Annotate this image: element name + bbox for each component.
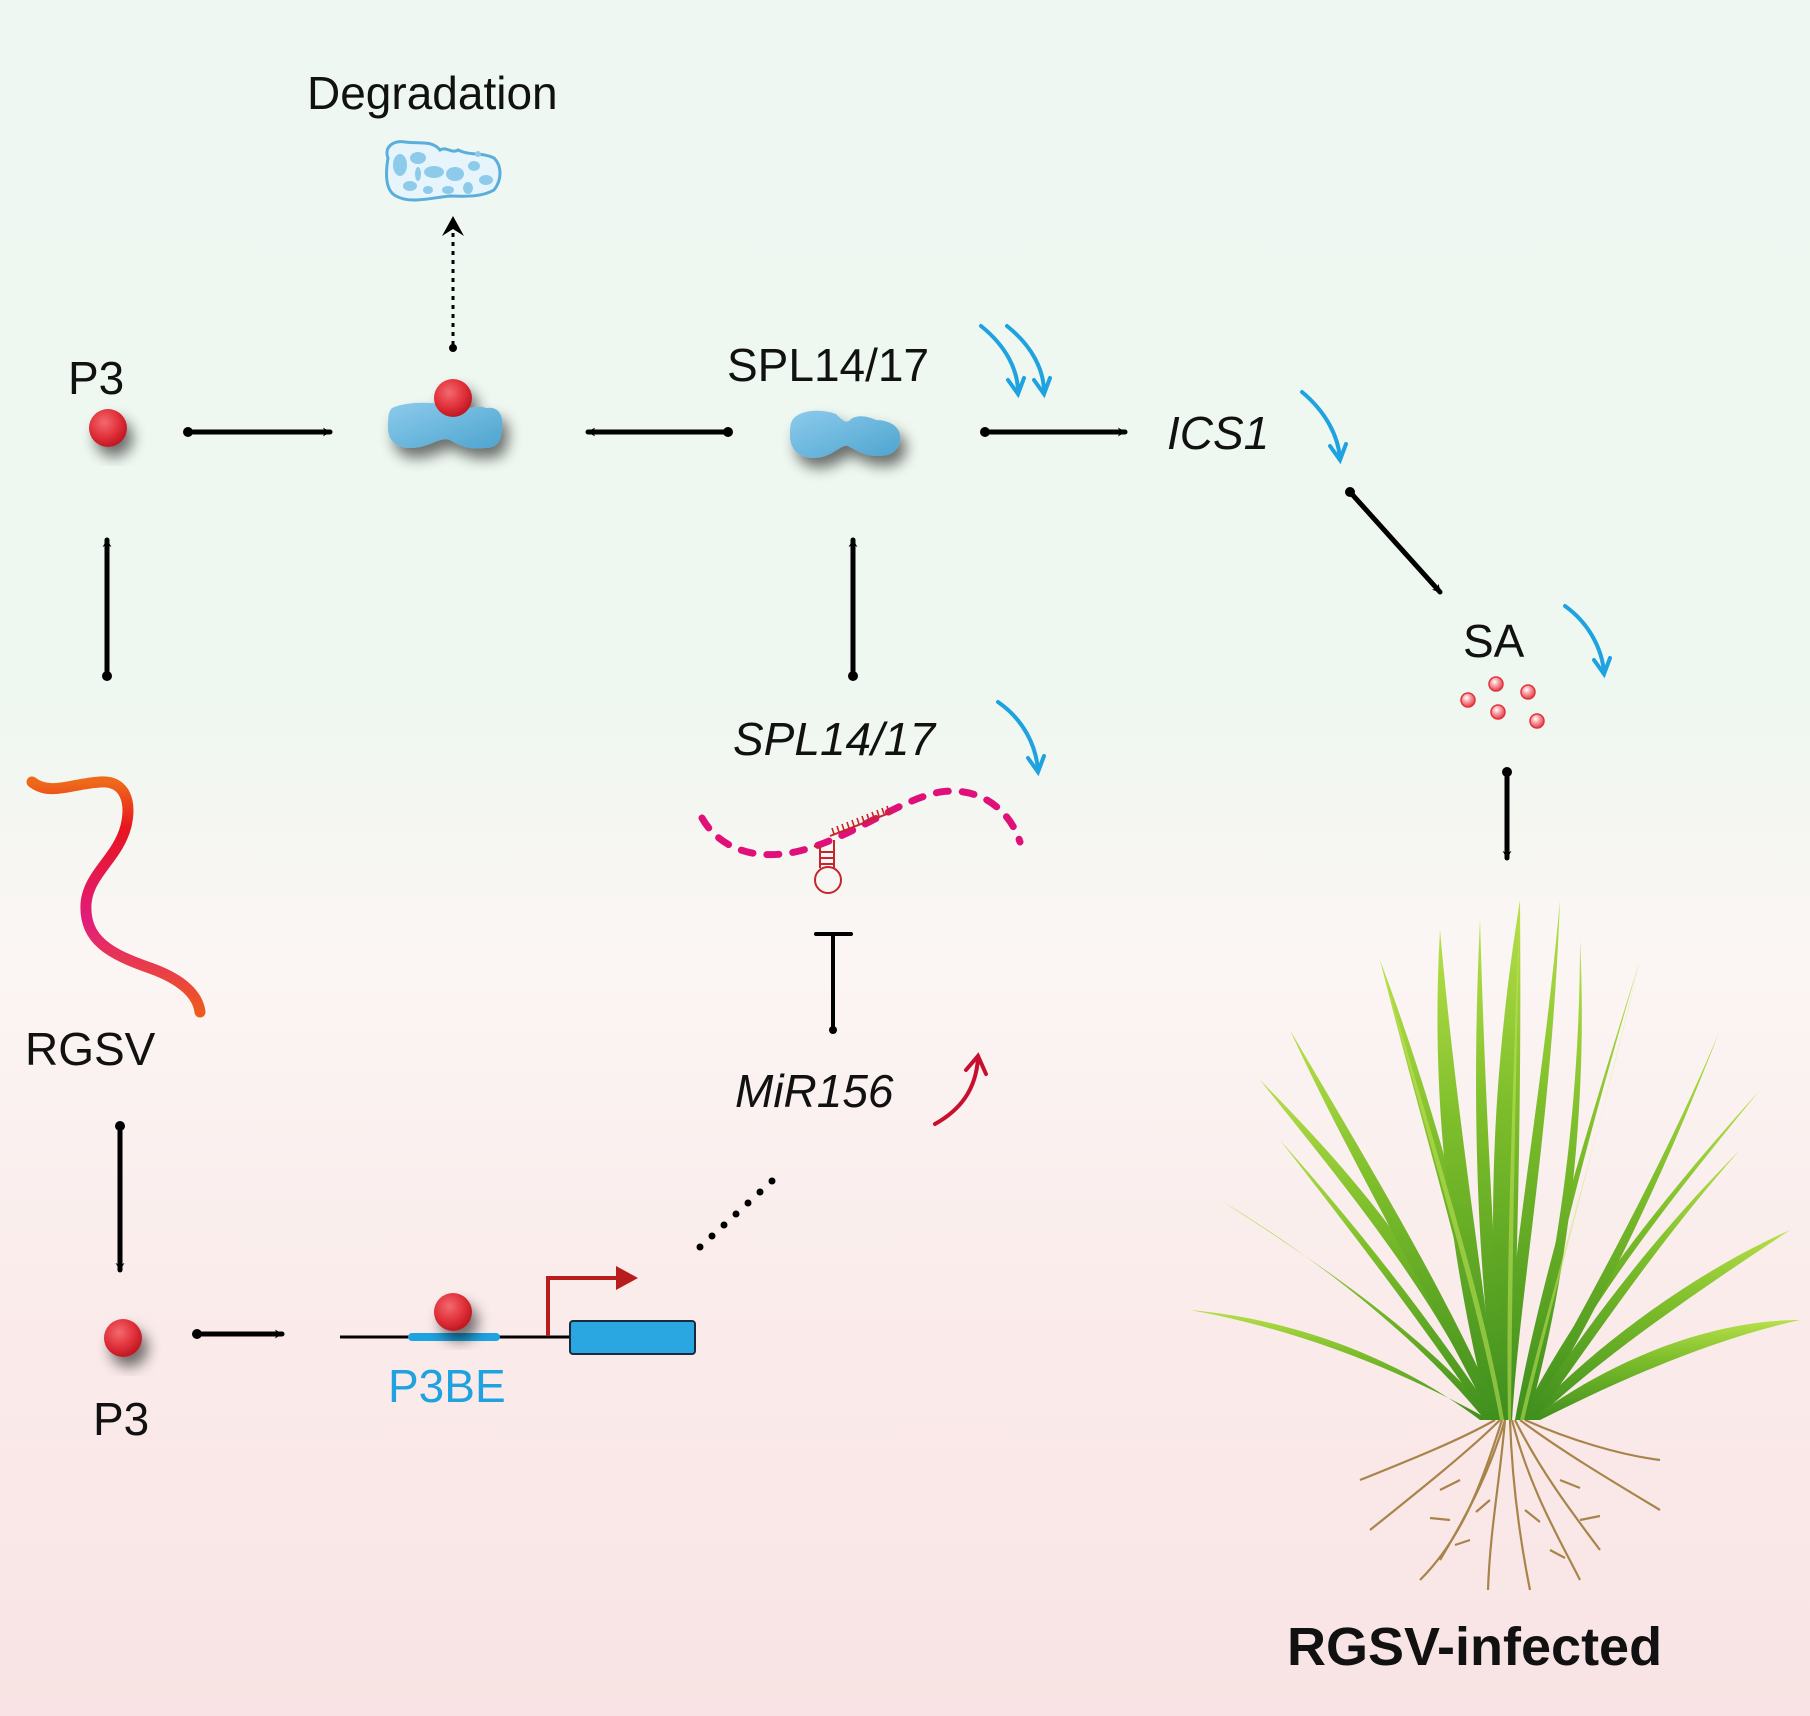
- dotted-arrow-to-degradation: [442, 216, 464, 352]
- inhibition-mir156-to-spl: [814, 932, 853, 1034]
- label-p3-bottom: P3: [93, 1393, 150, 1445]
- arrow-rgsv-to-p3-top: [102, 537, 112, 681]
- down-regulation-icon-spl-protein: [979, 324, 1052, 399]
- arrow-spl-to-ics1: [980, 427, 1128, 437]
- sa-molecules-icon: [1460, 676, 1545, 729]
- down-regulation-icon-sa: [1563, 604, 1612, 679]
- promoter-dna-icon: [340, 1266, 696, 1355]
- arrow-sa-to-plant: [1502, 767, 1512, 861]
- up-regulation-icon-mir156: [933, 1052, 988, 1126]
- p3-protein-bottom: [104, 1319, 142, 1357]
- p3-spl-complex: [388, 379, 503, 449]
- label-p3-top: P3: [68, 352, 125, 404]
- label-degradation: Degradation: [307, 67, 558, 119]
- arrow-p3-to-complex: [183, 427, 333, 437]
- down-regulation-icon-ics1: [1300, 390, 1348, 465]
- mirna-target-mrna-icon: [698, 787, 1024, 894]
- label-spl-protein: SPL14/17: [727, 339, 930, 391]
- dotted-link-to-mir156: [696, 1177, 776, 1251]
- label-rgsv: RGSV: [25, 1023, 156, 1075]
- arrow-spl-gene-to-protein: [848, 537, 858, 681]
- label-spl-gene: SPL14/17: [733, 713, 936, 765]
- arrow-p3-to-promoter: [192, 1329, 285, 1339]
- label-rgsv-infected: RGSV-infected: [1287, 1617, 1663, 1677]
- rgsv-rna-icon: [26, 776, 206, 1018]
- label-p3be: P3BE: [388, 1360, 506, 1412]
- p3-protein-top: [89, 409, 127, 447]
- arrow-rgsv-to-p3-bottom: [115, 1121, 125, 1273]
- spl-protein-icon: [790, 410, 901, 458]
- rice-plant-image: [1190, 900, 1800, 1591]
- down-regulation-icon-spl-gene: [996, 700, 1046, 777]
- degraded-protein-icon: [384, 140, 502, 202]
- arrow-ics1-to-sa: [1345, 487, 1443, 595]
- label-mir156: MiR156: [735, 1065, 894, 1117]
- arrow-spl-to-complex: [585, 427, 733, 437]
- label-sa: SA: [1463, 615, 1525, 667]
- gene-box: [569, 1320, 696, 1355]
- label-ics1: ICS1: [1167, 407, 1270, 459]
